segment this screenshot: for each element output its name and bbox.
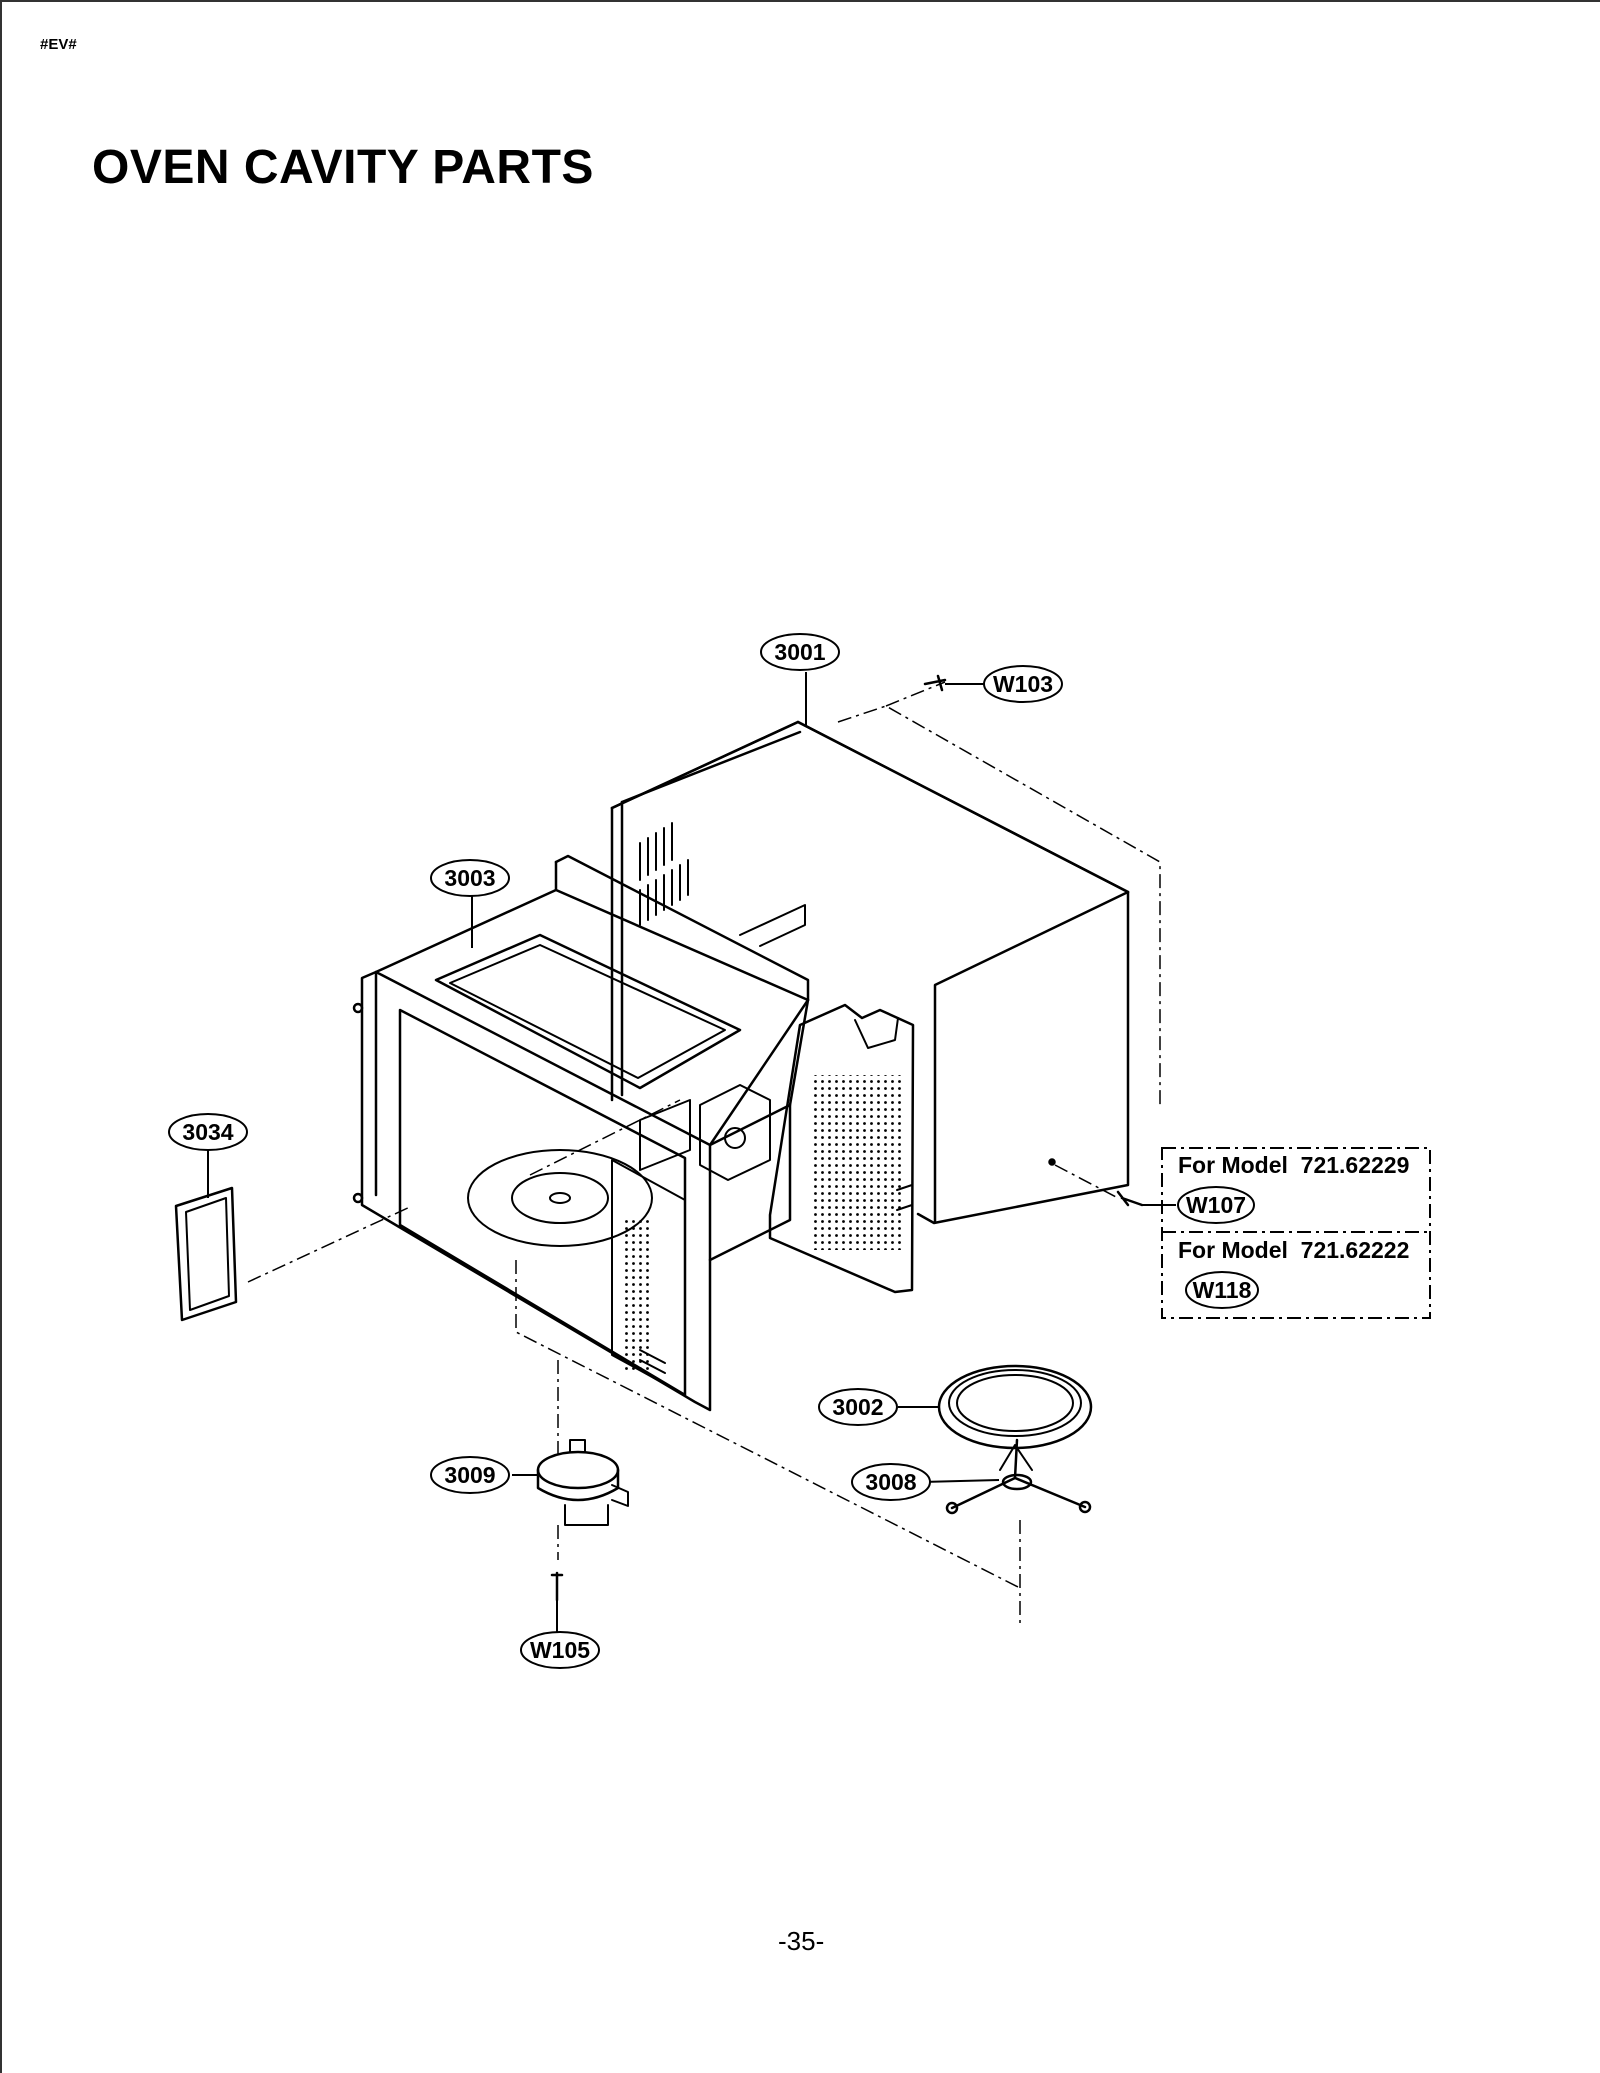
callout-w118: W118 <box>1193 1277 1252 1303</box>
screw-w107 <box>1116 1190 1144 1207</box>
callout-w103: W103 <box>993 671 1053 697</box>
callout-3034: 3034 <box>182 1119 233 1145</box>
callout-w105: W105 <box>530 1637 590 1663</box>
callout-3002: 3002 <box>832 1394 883 1420</box>
turntable-motor-3009 <box>536 1439 629 1526</box>
model-note-b: For Model 721.62222 <box>1178 1237 1409 1263</box>
callout-3009: 3009 <box>444 1462 495 1488</box>
screw-w103 <box>923 674 947 692</box>
model-note-a: For Model 721.62229 <box>1178 1152 1409 1178</box>
callout-3003: 3003 <box>444 865 495 891</box>
callout-3008: 3008 <box>865 1469 916 1495</box>
lamp-cover-3034 <box>174 1186 238 1322</box>
rear-plate <box>768 1003 915 1294</box>
glass-tray-3002 <box>937 1364 1093 1450</box>
callout-w107: W107 <box>1186 1192 1246 1218</box>
inner-cavity-3003 <box>352 854 810 1412</box>
screw-w105 <box>550 1571 564 1602</box>
document-code: #EV# <box>40 36 77 53</box>
roller-guide-3008 <box>945 1438 1092 1515</box>
page-title: OVEN CAVITY PARTS <box>92 141 594 194</box>
callout-3001: 3001 <box>774 639 825 665</box>
page-number: -35- <box>778 1926 825 1956</box>
outer-cabinet-3001 <box>610 720 1130 1225</box>
